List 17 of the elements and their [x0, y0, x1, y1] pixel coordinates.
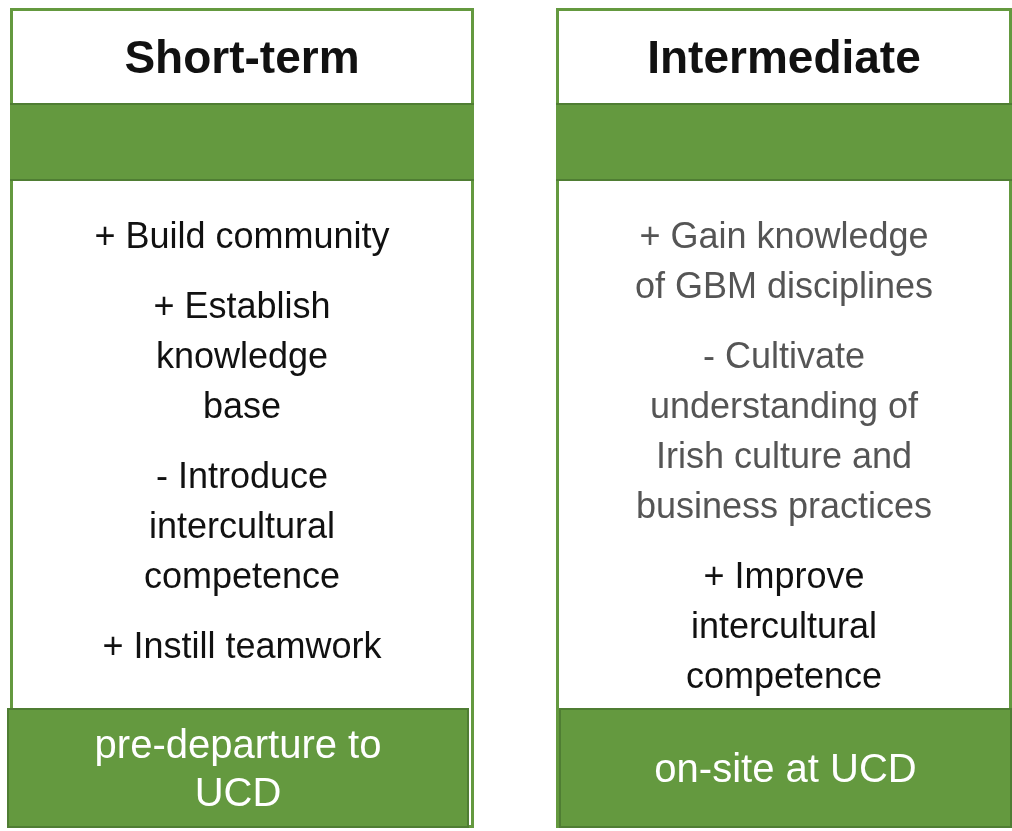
column-title: Short-term: [124, 30, 360, 84]
outcome-item: - Introduce intercultural competence: [142, 454, 342, 598]
outcome-item: + Gain knowledge of GBM disciplines: [633, 214, 935, 308]
phase-label: on-site at UCD: [654, 745, 917, 792]
header-bar: [10, 103, 474, 181]
phase-band: [7, 708, 469, 828]
phase-band: [559, 708, 1012, 828]
outcome-item: + Establish knowledge base: [152, 284, 332, 428]
header-bar: [556, 103, 1012, 181]
column-title: Intermediate: [647, 30, 921, 84]
outcome-item: + Improve intercultural competence: [684, 554, 884, 698]
outcome-item: - Cultivate understanding of Irish culture and business practices: [634, 334, 934, 528]
outcome-item: + Build community: [94, 214, 390, 258]
column-box: [556, 8, 1012, 828]
phase-label: pre-departure to UCD: [93, 721, 383, 816]
column-box: [10, 8, 474, 828]
outcome-item: + Instill teamwork: [102, 624, 382, 668]
